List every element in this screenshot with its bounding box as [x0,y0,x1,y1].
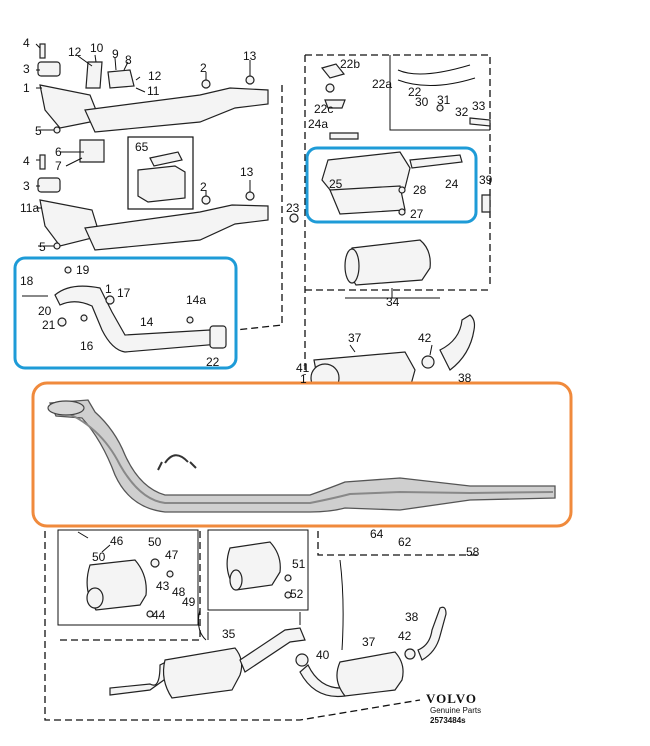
label-31: 31 [437,93,451,107]
highlight-blue-pipe-group [13,256,238,370]
rear-silencer-top [310,314,476,393]
label-9: 9 [112,47,119,61]
label-2: 2 [200,61,207,75]
label-14: 14 [140,315,154,329]
label-65: 65 [135,140,149,154]
label-22e: 22 [206,355,220,369]
label-50b: 50 [148,535,162,549]
label-43: 43 [156,579,170,593]
kit-box-65 [127,136,194,210]
label-37: 37 [348,331,362,345]
frame-lines [44,54,491,721]
label-64: 64 [370,527,384,541]
label-17: 17 [117,286,131,300]
label-32: 32 [455,105,469,119]
label-3b: 3 [23,179,30,193]
label-42b: 42 [398,629,412,643]
label-19: 19 [76,263,90,277]
label-40: 40 [316,648,330,662]
label-5b: 5 [39,240,46,254]
part-labels: 4 3 1 5 12 10 9 8 12 11 2 13 65 6 7 4 3 … [20,36,493,662]
label-47: 47 [165,548,179,562]
bottom-exhaust-system [109,559,447,699]
label-10: 10 [90,41,104,55]
manifold-upper [35,43,269,134]
label-4b: 4 [23,154,30,168]
label-52: 52 [290,587,304,601]
label-8: 8 [125,53,132,67]
label-12: 12 [68,45,82,59]
bottom-left-silencer-group [57,529,199,626]
label-20: 20 [38,304,52,318]
label-27: 27 [410,207,424,221]
highlight-box-blue-right [305,146,478,224]
label-22a: 22a [372,77,392,91]
label-3: 3 [23,62,30,76]
label-4: 4 [23,36,30,50]
label-58: 58 [466,545,480,559]
label-1b: 1 [105,282,112,296]
label-35: 35 [222,627,236,641]
label-50: 50 [92,550,106,564]
volvo-brand-block: VOLVO Genuine Parts 2573484s [426,691,481,725]
label-42: 42 [418,331,432,345]
label-12b: 12 [148,69,162,83]
label-62: 62 [398,535,412,549]
label-22c: 22c [314,102,333,116]
label-24: 24 [445,177,459,191]
brand-code: 2573484s [430,716,466,725]
highlight-box-blue-left [13,256,238,370]
bottom-middle-silencer-group [207,529,309,611]
label-7: 7 [55,159,62,173]
label-11: 11 [147,84,160,98]
label-1c: 1 [300,372,307,386]
label-25: 25 [329,177,343,191]
label-6: 6 [55,145,62,159]
label-51: 51 [292,557,306,571]
label-21: 21 [42,318,56,332]
label-14a: 14a [186,293,206,307]
label-13: 13 [243,49,257,63]
label-13b: 13 [240,165,254,179]
label-1: 1 [23,81,30,95]
manifold-lower [36,139,299,251]
top-right-details [320,55,491,140]
label-16: 16 [80,339,94,353]
label-38: 38 [458,371,472,385]
label-37b: 37 [362,635,376,649]
label-33: 33 [472,99,486,113]
label-46: 46 [110,534,124,548]
label-30: 30 [415,95,429,109]
label-49: 49 [182,595,196,609]
label-5: 5 [35,124,42,138]
label-2b: 2 [200,180,207,194]
brand-genuine-parts: Genuine Parts [430,706,481,715]
label-22: 22 [408,85,422,99]
label-38b: 38 [405,610,419,624]
label-44: 44 [152,608,166,622]
label-39: 39 [479,173,493,187]
label-23: 23 [286,201,300,215]
front-pipe-image [49,399,556,513]
label-18: 18 [20,274,34,288]
label-48: 48 [172,585,186,599]
silencer-34 [344,239,440,299]
label-41: 41 [296,361,310,375]
label-24a: 24a [308,117,328,131]
label-34: 34 [386,295,400,309]
highlight-orange-front-pipe [31,381,573,528]
brand-name: VOLVO [426,691,477,706]
label-22b: 22b [340,57,360,71]
label-11a: 11a [20,201,39,215]
label-28: 28 [413,183,427,197]
highlight-blue-silencer-group [305,146,491,224]
